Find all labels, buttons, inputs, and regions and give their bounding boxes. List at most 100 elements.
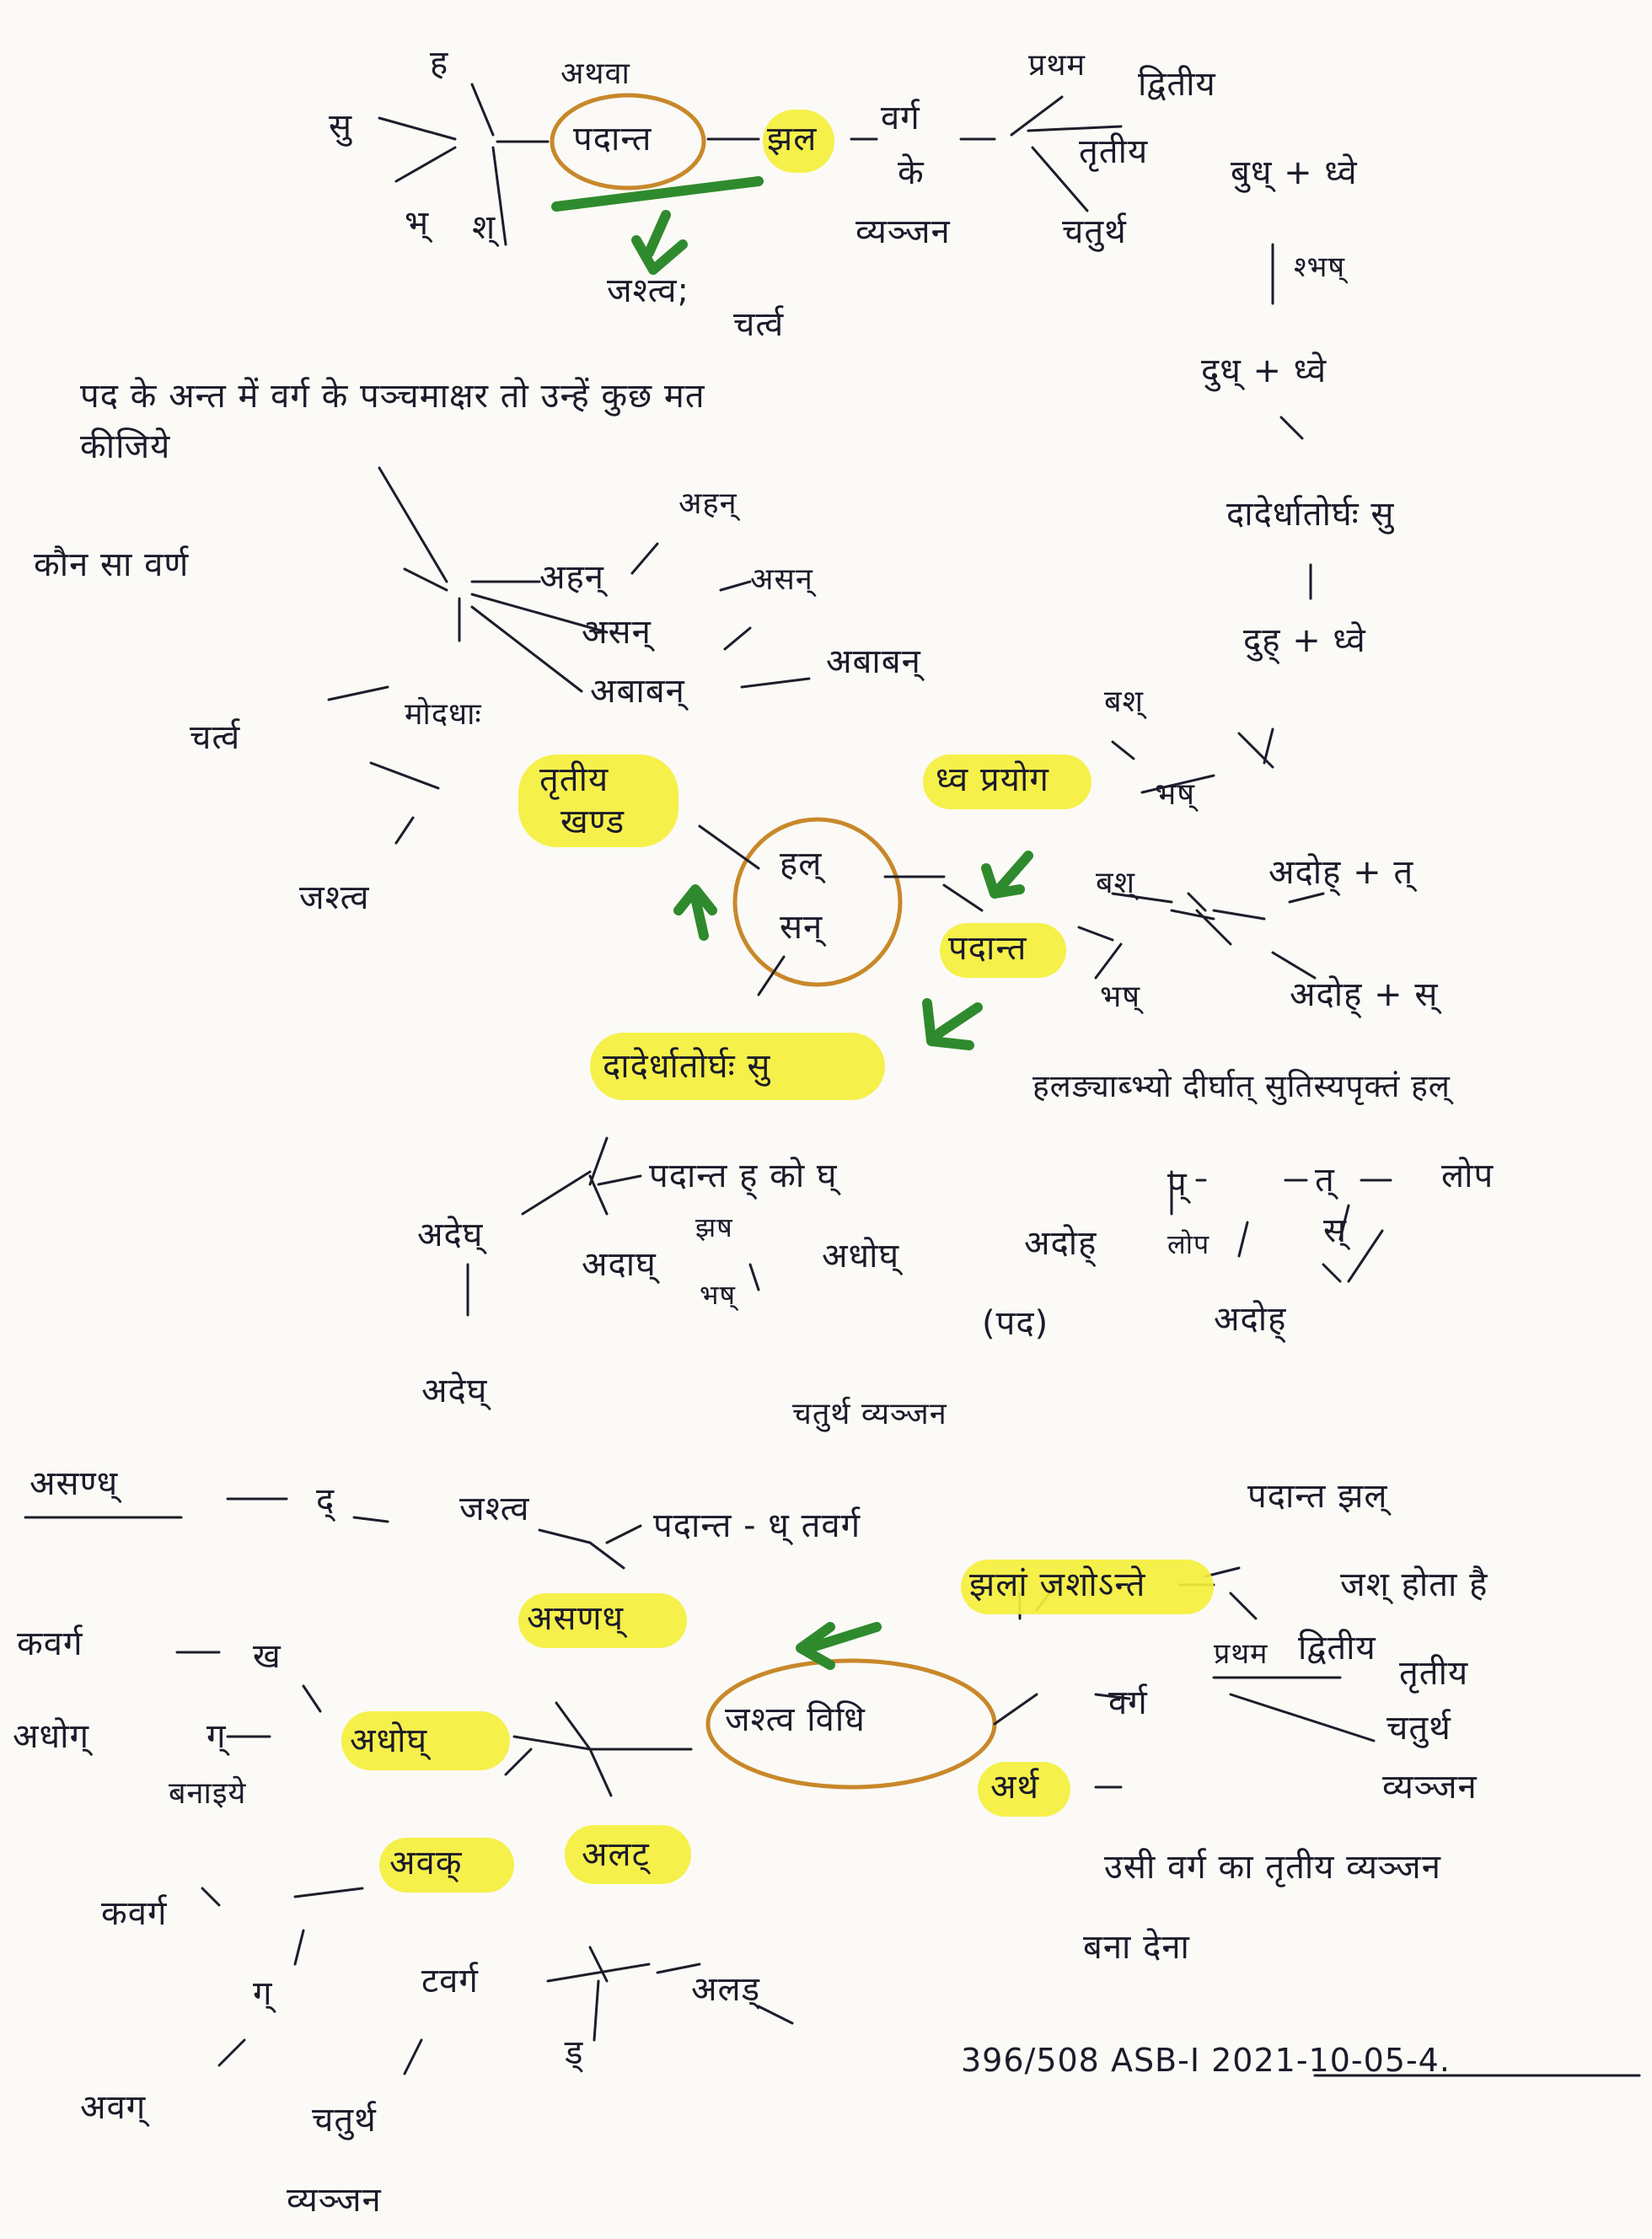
node-m-adagh: अदाघ् xyxy=(582,1245,657,1284)
green-arrow-up xyxy=(673,884,717,941)
edges xyxy=(24,83,1641,2077)
node-m-adegh2: अदेघ् xyxy=(421,1372,488,1410)
node-b-jhalam: झलां जशोऽन्ते xyxy=(969,1565,1146,1604)
node-c-padant: पदान्त xyxy=(948,929,1027,968)
node-q-kaun: कौन सा वर्ण xyxy=(34,545,190,584)
green-arrow-left-down xyxy=(922,998,983,1050)
node-b-asradh: असण्ध् xyxy=(30,1464,119,1503)
circle-padant xyxy=(550,93,706,191)
node-top-vyanjan: व्यञ्जन xyxy=(856,212,951,251)
node-c-bhash: भष् xyxy=(1155,777,1196,812)
green-arrow-down xyxy=(981,851,1033,899)
node-c-adoh-s: अदोह् + स् xyxy=(1290,975,1439,1014)
node-b-vyanjan2: व्यञ्जन xyxy=(287,2181,382,2220)
node-b-alad: अलड् xyxy=(691,1970,761,2009)
node-m-bhash: भष् xyxy=(700,1279,736,1311)
node-b-jash-hota: जश् होता है xyxy=(1340,1565,1488,1604)
node-m-lop: लोप xyxy=(1441,1157,1494,1195)
node-q-ahan: अहन् xyxy=(678,486,738,521)
node-b-g: ग् xyxy=(206,1717,227,1756)
node-q-abadhan2: अबाबन् xyxy=(826,642,921,681)
question-text: पद के अन्त में वर्ग के पञ्चमाक्षर तो उन्… xyxy=(80,377,705,466)
node-top-ha: ह xyxy=(430,44,449,83)
node-b-jashtva: जश्त्व xyxy=(459,1490,530,1528)
node-q-ahan2: अहन् xyxy=(539,558,604,597)
node-c-bash: बश् xyxy=(1104,685,1145,719)
node-top-bh: भ् xyxy=(405,204,430,243)
node-m-t: त् xyxy=(1315,1161,1335,1200)
node-b-usi: उसी वर्ग का तृतीय व्यञ्जन xyxy=(1104,1848,1441,1887)
node-r-dudh: दुध् + ध्वे xyxy=(1201,352,1328,390)
node-c-hal1: हल् xyxy=(780,845,823,883)
node-top-prathama: प्रथम xyxy=(1028,48,1086,83)
node-top-jhal: झल xyxy=(767,120,818,158)
node-b-kh: ख xyxy=(253,1637,282,1676)
node-b-vyanjan: व्यञ्जन xyxy=(1382,1768,1478,1807)
node-m-pad: (पद) xyxy=(982,1304,1049,1343)
node-m-lop2: लोप xyxy=(1167,1228,1210,1260)
node-q-abadhan: अबाबन् xyxy=(590,672,685,711)
node-b-tritiya: तृतीय xyxy=(1399,1654,1469,1693)
node-m-adhogh: अधोघ् xyxy=(822,1237,900,1275)
hl-jhal xyxy=(763,110,834,173)
node-c-bash2: बश् xyxy=(1096,866,1136,900)
node-b-d2: ड् xyxy=(565,2033,584,2072)
node-top-chaturth: चतुर्थ xyxy=(1062,212,1127,251)
node-b-adhogh-g: अधोग् xyxy=(13,1717,90,1756)
node-m-jhash: झष xyxy=(695,1211,733,1243)
node-r-sutra: दादेर्धातोर्घः सु xyxy=(1226,495,1395,534)
node-b-avag: अवग् xyxy=(80,2088,147,2127)
node-b-chaturth2: चतुर्थ xyxy=(312,2101,377,2140)
hl-sutra2 xyxy=(590,1033,885,1100)
node-top-chartva: चर्त्व xyxy=(733,305,785,344)
node-b-prathama: प्रथम xyxy=(1214,1637,1268,1671)
node-c-khand: खण्ड xyxy=(560,803,625,841)
node-c-bhash2: भष् xyxy=(1100,980,1141,1014)
green-arrow-1 xyxy=(551,176,764,212)
node-q-asan: असन् xyxy=(750,562,813,597)
node-b-kavarg2: कवर्ग xyxy=(101,1894,168,1933)
node-m-adegh: अदेघ् xyxy=(417,1216,484,1254)
node-m-adoh2: अदोह् xyxy=(1214,1300,1287,1339)
node-top-su: सु xyxy=(329,107,353,146)
node-b-padant-jhal: पदान्त झल् xyxy=(1247,1477,1388,1516)
node-q-asan2: असन् xyxy=(582,613,652,652)
node-r-budh: बुध् + ध्वे xyxy=(1231,153,1358,192)
node-b-bana: बना देना xyxy=(1083,1928,1190,1967)
hl-adhogh xyxy=(341,1711,510,1770)
node-c-hal2: सन् xyxy=(780,908,823,947)
hl-alat xyxy=(565,1825,691,1884)
node-b-alat: अलट् xyxy=(582,1835,650,1874)
node-b-d: द् xyxy=(316,1481,335,1520)
green-arrow-left xyxy=(796,1622,882,1670)
node-m-adoh: अदोह् xyxy=(1024,1224,1097,1263)
node-b-varg: वर्ग xyxy=(1108,1683,1148,1722)
node-b-adhogh: अधोघ् xyxy=(350,1721,428,1760)
node-c-tritiya: तृतीय xyxy=(539,760,609,799)
node-c-dha-prayog: ध्व प्रयोग xyxy=(936,760,1049,799)
node-top-ke: के xyxy=(898,153,925,192)
node-top-athava: अथवा xyxy=(560,56,630,91)
node-b-padant: पदान्त - ध् तवर्ग xyxy=(653,1506,861,1545)
node-m-p: प् xyxy=(1167,1165,1188,1204)
node-m-s: स् xyxy=(1323,1211,1348,1250)
node-l-jashtva: जश्त्व xyxy=(299,878,370,917)
node-b-avak: अवक् xyxy=(389,1844,463,1882)
node-c-hal-rule: हलङ्याब्भ्यो दीर्घात् सुतिस्यपृक्तं हल् xyxy=(1032,1068,1451,1104)
node-b-artha: अर्थ xyxy=(990,1768,1040,1807)
hl-asanadh xyxy=(518,1593,687,1648)
node-b-g2: ग् xyxy=(253,1974,273,2013)
circle-hal xyxy=(732,817,903,987)
node-top-tritiya: तृतीय xyxy=(1079,132,1149,171)
hl-artha xyxy=(978,1762,1070,1817)
node-b-kavarg: कवर्ग xyxy=(17,1624,83,1663)
node-top-dvitiya: द्वितीय xyxy=(1138,65,1216,104)
hl-dha-prayog xyxy=(923,754,1092,809)
green-arrows xyxy=(551,176,1033,1670)
hl-padant xyxy=(940,923,1066,978)
node-b-tavarg: टवर्ग xyxy=(421,1962,479,2000)
hl-tritiya-khand xyxy=(518,754,678,847)
node-r-shmash: श्भष् xyxy=(1294,250,1346,284)
node-b-chaturth-vy: चतुर्थ व्यञ्जन xyxy=(792,1397,947,1431)
